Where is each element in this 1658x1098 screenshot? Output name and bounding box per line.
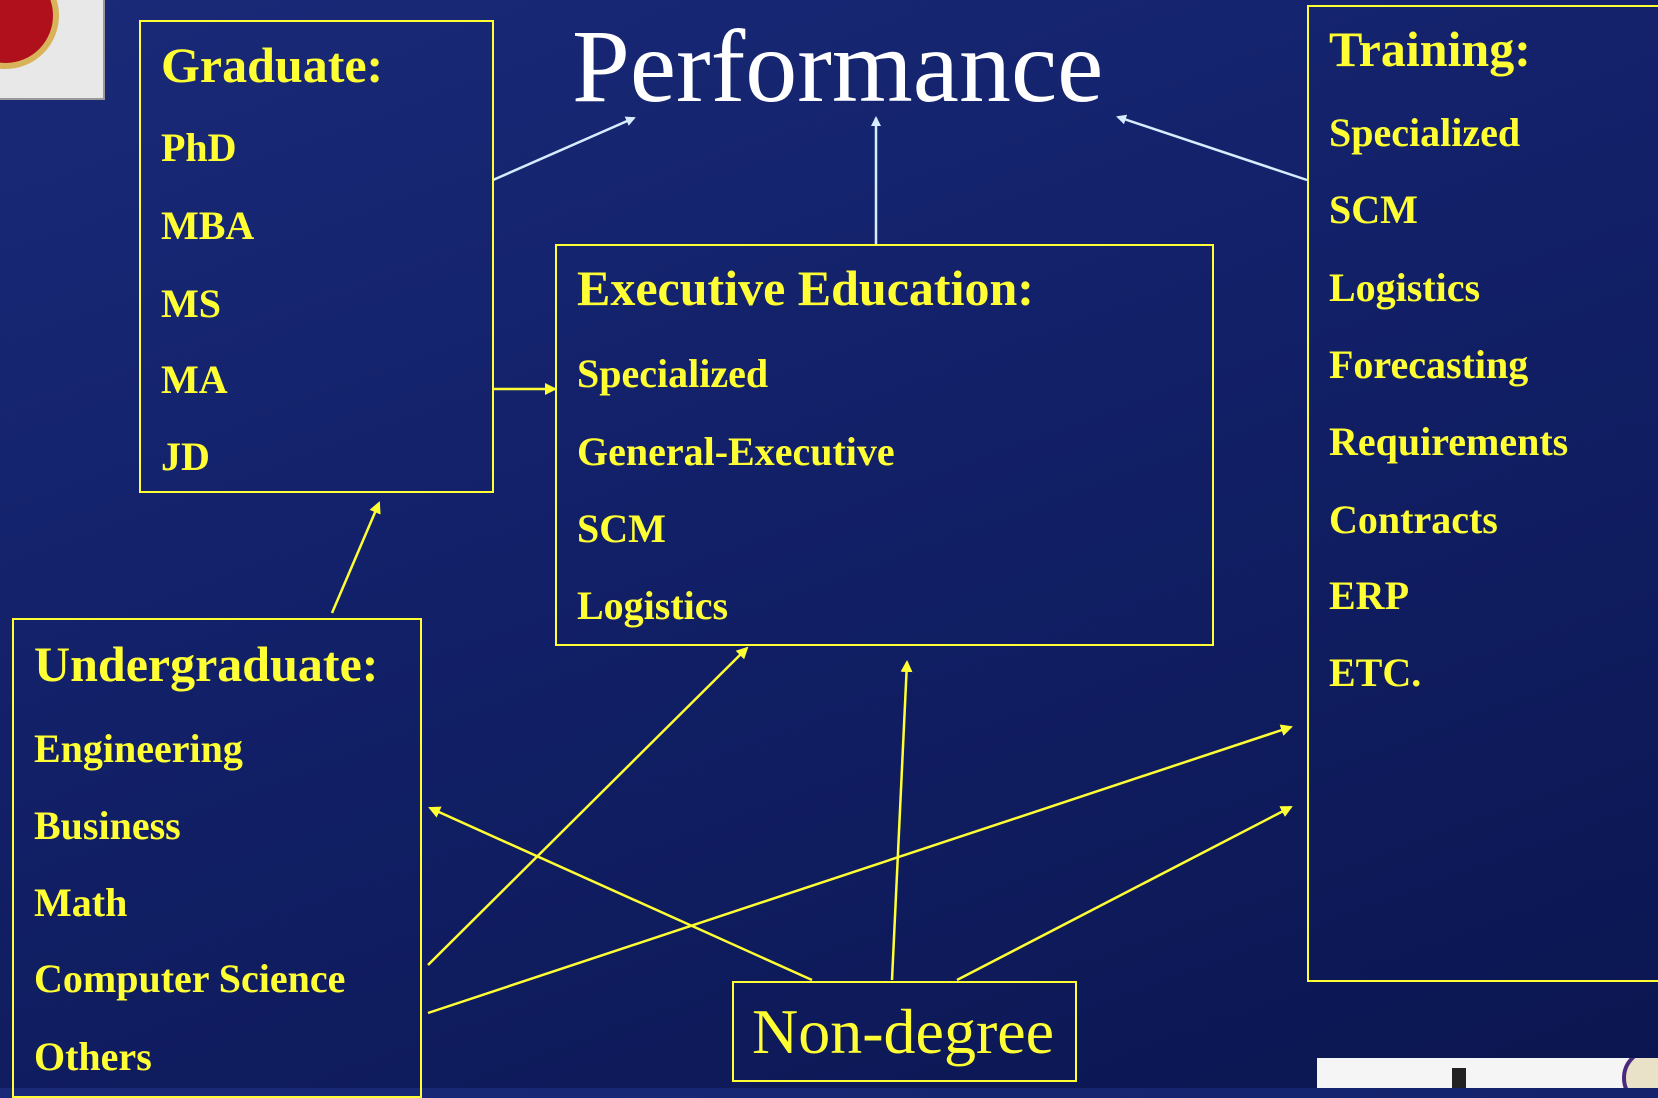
executive-education-item: Logistics bbox=[577, 583, 729, 628]
page-title: Performance bbox=[572, 9, 1104, 124]
arrow-training-to-performance bbox=[1116, 114, 1308, 182]
training-item: ETC. bbox=[1329, 650, 1422, 695]
arrow-nondegree-to-executive bbox=[890, 660, 913, 981]
training-item: Requirements bbox=[1329, 419, 1569, 464]
training-box bbox=[1307, 5, 1658, 982]
training-item: Logistics bbox=[1329, 265, 1481, 310]
graduate-item: PhD bbox=[161, 125, 237, 170]
undergraduate-item: Others bbox=[34, 1034, 152, 1079]
graduate-heading: Graduate: bbox=[161, 37, 384, 93]
arrow-nondegree-to-training bbox=[956, 805, 1293, 982]
training-heading: Training: bbox=[1329, 21, 1531, 77]
training-item: Specialized bbox=[1329, 110, 1521, 155]
graduate-box bbox=[139, 20, 494, 493]
training-item: ERP bbox=[1329, 573, 1409, 618]
arrow-graduate-to-performance bbox=[492, 116, 636, 182]
executive-education-item: General-Executive bbox=[577, 429, 895, 474]
training-item: Contracts bbox=[1329, 497, 1498, 542]
arrow-undergraduate-to-training bbox=[427, 724, 1293, 1015]
non-degree-label: Non-degree bbox=[752, 996, 1055, 1067]
undergraduate-item: Business bbox=[34, 803, 181, 848]
graduate-item: MS bbox=[161, 281, 221, 326]
university-seal-logo bbox=[0, 0, 105, 100]
graduate-item: MA bbox=[161, 357, 228, 402]
arrow-undergraduate-to-graduate bbox=[330, 501, 381, 614]
arrow-undergraduate-to-executive bbox=[427, 646, 749, 966]
executive-education-item: Specialized bbox=[577, 351, 769, 396]
executive-education-heading: Executive Education: bbox=[577, 260, 1034, 316]
graduate-item: JD bbox=[161, 434, 210, 479]
training-item: SCM bbox=[1329, 187, 1418, 232]
executive-education-item: SCM bbox=[577, 506, 666, 551]
arrow-nondegree-to-undergraduate bbox=[428, 806, 813, 982]
undergraduate-item: Computer Science bbox=[34, 956, 346, 1001]
footer-logo bbox=[1317, 1058, 1658, 1088]
training-item: Forecasting bbox=[1329, 342, 1529, 387]
undergraduate-heading: Undergraduate: bbox=[34, 636, 379, 692]
executive-education-box bbox=[555, 244, 1214, 646]
undergraduate-item: Math bbox=[34, 880, 128, 925]
non-degree-box bbox=[732, 981, 1077, 1082]
undergraduate-item: Engineering bbox=[34, 726, 243, 771]
graduate-item: MBA bbox=[161, 203, 255, 248]
